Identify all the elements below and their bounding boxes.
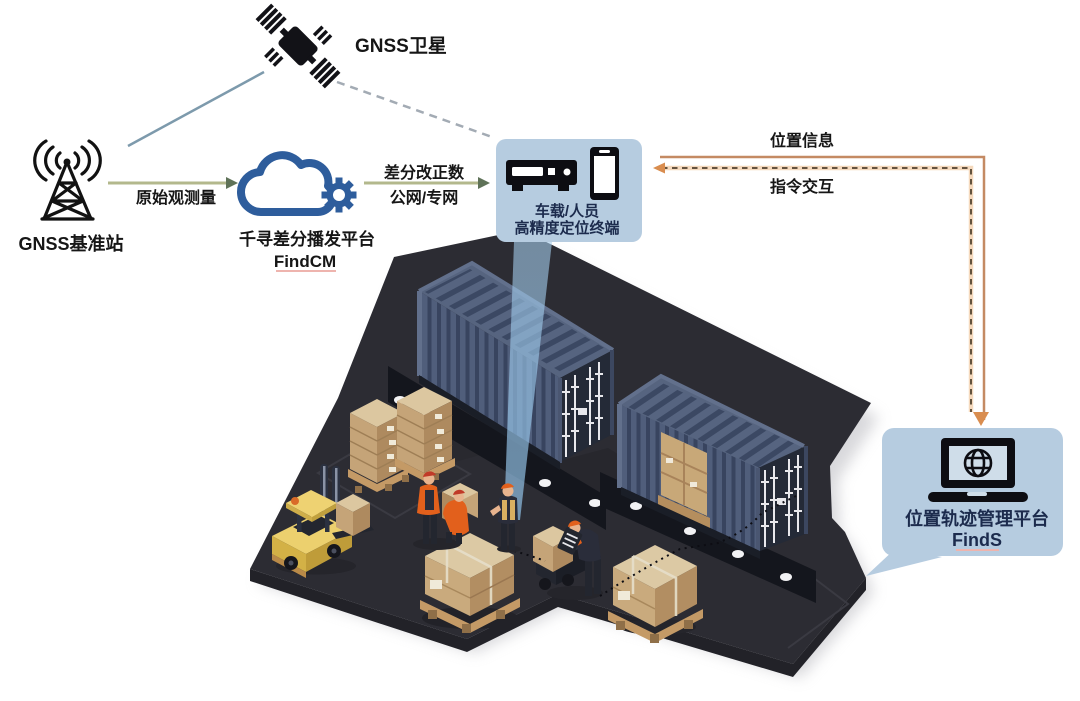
svg-text:指令交互: 指令交互 [770, 177, 834, 196]
svg-text:位置轨迹管理平台: 位置轨迹管理平台 [905, 508, 1049, 529]
svg-text:车载/人员: 车载/人员 [535, 202, 599, 220]
svg-text:差分改正数: 差分改正数 [384, 163, 465, 182]
svg-text:公网/专网: 公网/专网 [390, 188, 458, 207]
svg-text:GNSS基准站: GNSS基准站 [18, 233, 123, 254]
svg-text:高精度定位终端: 高精度定位终端 [514, 219, 619, 237]
svg-text:FindS: FindS [952, 530, 1002, 550]
svg-text:FindCM: FindCM [274, 252, 336, 271]
svg-text:位置信息: 位置信息 [770, 131, 834, 150]
svg-text:原始观测量: 原始观测量 [136, 188, 216, 207]
svg-text:GNSS卫星: GNSS卫星 [355, 35, 447, 57]
svg-text:千寻差分播发平台: 千寻差分播发平台 [239, 229, 375, 249]
